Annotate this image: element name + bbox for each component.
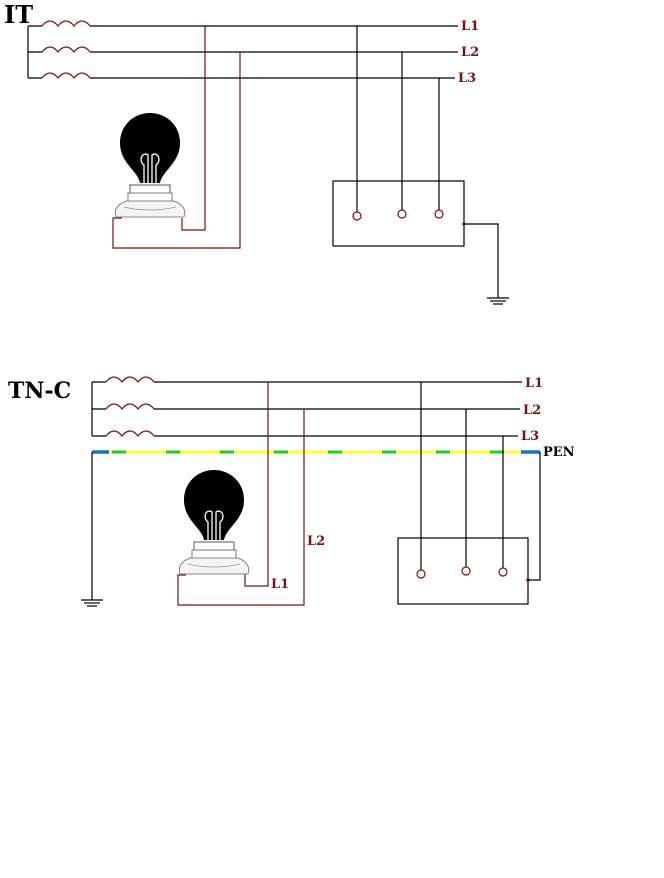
tnc-bulb-feed-l1 (244, 382, 269, 587)
it-ground-icon (487, 297, 509, 305)
tnc-label-l3: L3 (521, 429, 539, 444)
it-bulb-feed-b (112, 52, 241, 249)
it-terminal-l2 (397, 209, 407, 219)
tnc-label-l1: L1 (525, 376, 543, 391)
tnc-source-bus (91, 381, 106, 437)
it-label-l3: L3 (458, 71, 476, 86)
tnc-terminal-l3 (498, 567, 508, 577)
it-light-bulb-icon (114, 112, 186, 218)
tnc-pen-bond-wire (528, 452, 541, 581)
tnc-terminal-l2 (461, 566, 471, 576)
it-label-l1: L1 (461, 19, 479, 34)
it-system: IT L1 L2 L3 (4, 0, 509, 305)
it-bulb-feed-a (181, 26, 206, 231)
it-title: IT (4, 0, 33, 29)
tnc-label-l2: L2 (523, 403, 541, 418)
tnc-terminal-l1 (416, 569, 426, 579)
tnc-title: TN-C (8, 378, 71, 404)
it-terminal-l3 (434, 209, 444, 219)
tnc-lamp-label-l1: L1 (271, 577, 289, 592)
tnc-lamp-label-l2: L2 (307, 534, 325, 549)
tnc-system: TN-C L1 L2 L3 PEN L (8, 376, 575, 607)
tnc-label-pen: PEN (543, 445, 575, 460)
tnc-coils (105, 376, 155, 437)
it-label-l2: L2 (461, 45, 479, 60)
it-source-bus (27, 25, 42, 79)
it-terminal-l1 (352, 211, 362, 221)
tnc-light-bulb-icon (178, 469, 250, 575)
tnc-bulb-feed-l2 (177, 409, 305, 606)
it-coils (41, 20, 91, 79)
it-earth-wire (464, 223, 499, 298)
tnc-ground-icon (81, 599, 103, 607)
